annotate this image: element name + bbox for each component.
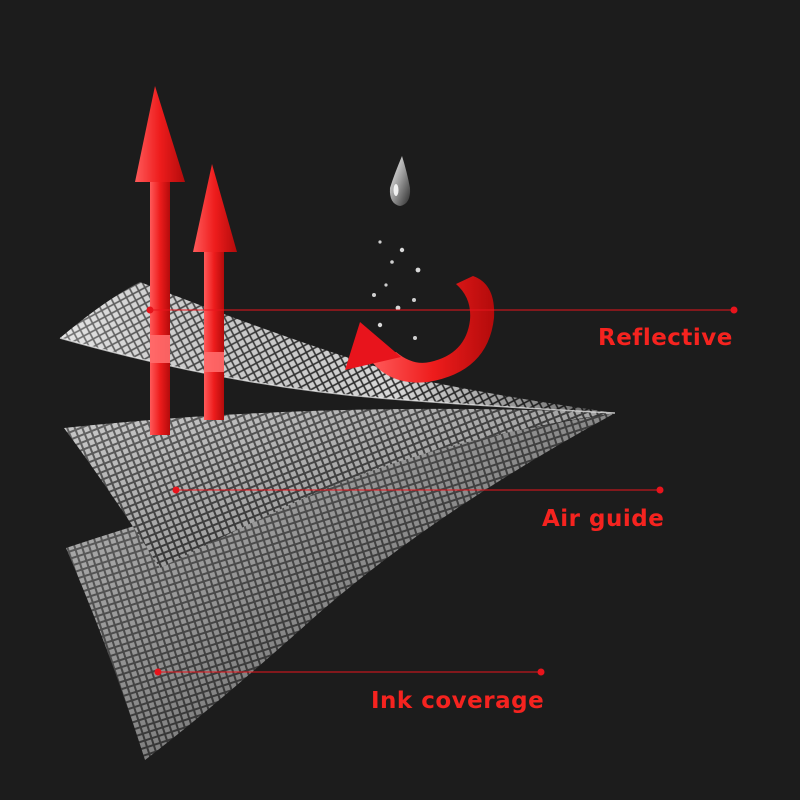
deflect-arrow-icon — [345, 276, 495, 383]
heat-up-arrow-icon — [135, 86, 237, 435]
reflective-layer — [59, 282, 616, 414]
reflective-label: Reflective — [598, 325, 733, 351]
water-drop-icon — [366, 156, 421, 342]
ink-coverage-layer — [66, 413, 615, 760]
callout-reflective — [146, 306, 738, 314]
ink-coverage-label: Ink coverage — [371, 688, 545, 714]
callout-ink-coverage — [154, 668, 545, 676]
callout-air-guide — [172, 486, 664, 494]
air-guide-label: Air guide — [542, 506, 665, 532]
air-guide-layer — [64, 408, 615, 568]
